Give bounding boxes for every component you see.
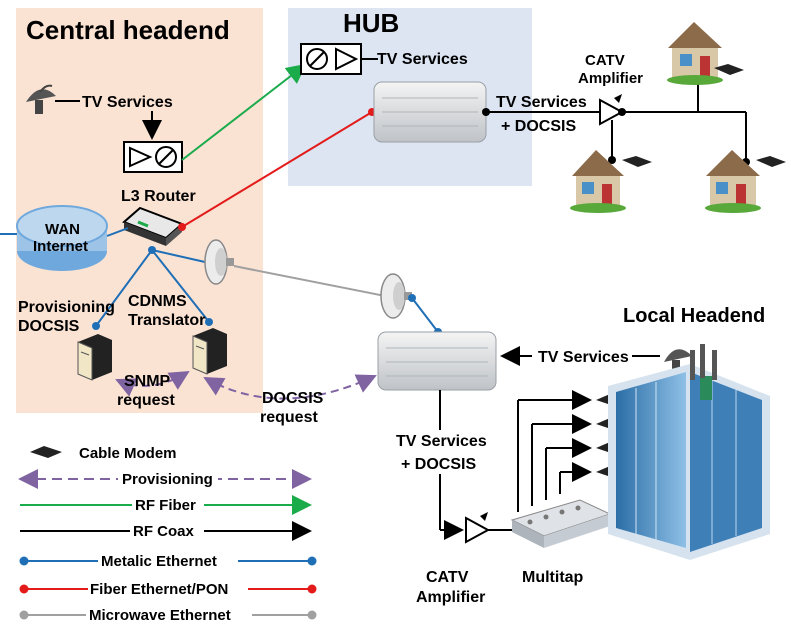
tv-docsis-local-label-2: + DOCSIS bbox=[401, 456, 476, 473]
multitap-label: Multitap bbox=[522, 569, 584, 586]
optical-node-icon bbox=[377, 331, 497, 391]
tv-docsis-hub-label-1: TV Services bbox=[496, 94, 587, 111]
catv-amplifier-bottom-label-2: Amplifier bbox=[416, 589, 485, 606]
multitap-icon bbox=[510, 499, 612, 548]
legend-cable-modem: Cable Modem bbox=[79, 445, 177, 462]
wan-label-1: WAN bbox=[45, 221, 80, 238]
rf-fiber-link bbox=[181, 63, 307, 161]
wan-label-2: Internet bbox=[33, 238, 88, 255]
router-icon bbox=[122, 206, 184, 246]
local-headend-title: Local Headend bbox=[623, 305, 765, 327]
snmp-label-1: SNMP bbox=[124, 373, 171, 390]
snmp-label-2: request bbox=[117, 392, 175, 409]
catv-amplifier-top-label-1: CATV bbox=[585, 52, 625, 69]
optical-node-icon bbox=[373, 81, 487, 143]
house-icon bbox=[570, 150, 626, 213]
cable-modem-icon bbox=[30, 446, 62, 458]
l3-router-label: L3 Router bbox=[121, 188, 196, 205]
hub-title: HUB bbox=[343, 8, 399, 38]
legend-provisioning: Provisioning bbox=[122, 471, 213, 488]
legend-fiber-ethernet-pon: Fiber Ethernet/PON bbox=[90, 581, 228, 598]
tv-services-central-label: TV Services bbox=[82, 94, 173, 111]
tv-services-local-label: TV Services bbox=[538, 349, 629, 366]
tv-docsis-hub-label-2: + DOCSIS bbox=[501, 118, 576, 135]
cdnms-label-1: CDNMS bbox=[128, 293, 187, 310]
cable-modem-icon bbox=[714, 64, 744, 75]
docsis-request-label-2: request bbox=[260, 409, 318, 426]
microwave-antenna-icon bbox=[204, 239, 234, 285]
house-icon bbox=[705, 150, 761, 213]
microwave-antenna-icon bbox=[380, 273, 412, 319]
fiber-ethernet-link bbox=[181, 111, 373, 228]
satellite-dish-icon bbox=[26, 84, 56, 114]
provisioning-label-2: DOCSIS bbox=[18, 318, 80, 335]
transmitter-icon bbox=[300, 43, 362, 75]
legend-rf-fiber: RF Fiber bbox=[135, 497, 196, 514]
central-headend-title: Central headend bbox=[26, 15, 230, 45]
amplifier-icon bbox=[465, 512, 491, 544]
house-icon bbox=[667, 22, 723, 85]
provisioning-label-1: Provisioning bbox=[18, 299, 115, 316]
cable-modem-icon bbox=[756, 156, 786, 167]
legend-microwave-ethernet: Microwave Ethernet bbox=[89, 607, 231, 624]
legend: Cable Modem Provisioning RF Fiber RF Coa… bbox=[18, 445, 317, 624]
docsis-request-arrow bbox=[203, 374, 377, 400]
server-icon bbox=[77, 334, 112, 381]
cdnms-label-2: Translator bbox=[128, 312, 205, 329]
snmp-request-arrow bbox=[115, 370, 190, 397]
server-icon bbox=[192, 328, 227, 375]
catv-amplifier-bottom-label-1: CATV bbox=[426, 569, 469, 586]
catv-amplifier-top-label-2: Amplifier bbox=[578, 70, 643, 87]
transmitter-icon bbox=[123, 141, 183, 173]
tv-services-hub-label: TV Services bbox=[377, 51, 468, 68]
legend-rf-coax: RF Coax bbox=[133, 523, 195, 540]
wan-internet-icon bbox=[16, 205, 108, 271]
amplifier-icon bbox=[599, 94, 625, 126]
tv-docsis-local-label-1: TV Services bbox=[396, 433, 487, 450]
legend-metalic-ethernet: Metalic Ethernet bbox=[101, 553, 217, 570]
building-icon bbox=[608, 344, 770, 560]
microwave-link bbox=[233, 265, 386, 297]
satellite-dish-icon bbox=[664, 349, 692, 372]
docsis-request-label-1: DOCSIS bbox=[262, 390, 324, 407]
cable-modem-icon bbox=[622, 156, 652, 167]
